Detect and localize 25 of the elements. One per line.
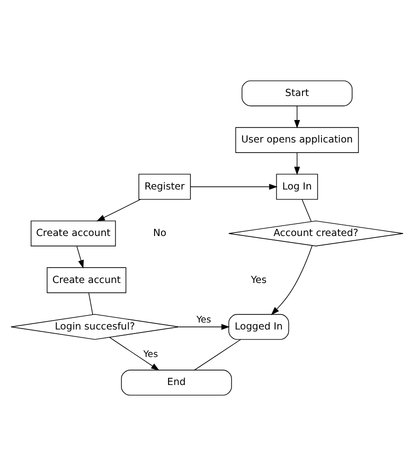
node-diamond: Login succesful? [10,313,180,340]
node-box: Create accunt [46,266,126,293]
node-box: Log In [276,173,318,200]
arrow [96,198,141,221]
edge-label: Yes [196,314,212,325]
arrow [109,336,160,370]
label: No [153,228,166,239]
connector [88,292,94,314]
connector [194,338,242,370]
node-box: User opens application [235,126,359,152]
label: Yes [250,274,267,286]
arrow [178,323,230,330]
node-box: End [121,369,232,396]
node-box: Start [242,80,352,106]
arrow [190,183,278,190]
arrow [271,244,313,315]
node-box: Logged In [228,314,290,340]
connector [302,198,312,222]
node-box: Register [138,173,191,200]
arrow [294,105,300,128]
arrow [294,152,300,175]
arrow [76,245,84,268]
node-diamond: Account created? [228,220,404,246]
edge-label: Yes [143,350,158,360]
node-box: Create account [30,220,116,246]
